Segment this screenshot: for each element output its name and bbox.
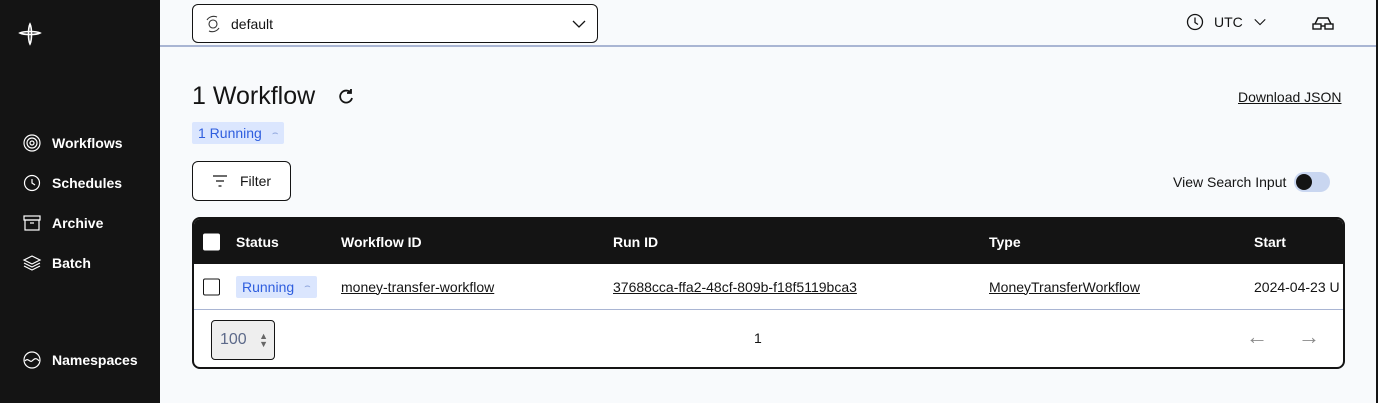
sidebar-item-schedules[interactable]: Schedules [22,173,122,193]
timezone-select[interactable]: UTC [1186,13,1267,31]
updown-icon: ▲▼ [259,331,268,349]
chevron-down-icon [1254,18,1266,26]
column-start: Start [1254,233,1286,250]
column-run-id: Run ID [613,233,659,250]
sidebar: Workflows Schedules Archive Batch Namesp… [0,0,160,403]
temporal-logo-icon[interactable] [18,22,42,46]
page-title: 1 Workflow [192,82,316,110]
window-edge [1376,0,1378,403]
chevron-down-icon [572,20,586,28]
filter-icon [212,175,227,187]
start-time: 2024-04-23 U [1254,278,1340,295]
clock-icon [1186,13,1204,31]
row-checkbox[interactable] [203,278,220,295]
per-page-value: 100 [220,331,247,348]
column-type: Type [989,233,1021,250]
view-search-toggle[interactable] [1294,172,1331,192]
sidebar-item-workflows[interactable]: Workflows [22,133,123,153]
view-search-label: View Search Input [1173,174,1287,190]
running-count-badge[interactable]: 1 Running ⌢ [192,122,285,144]
select-all-checkbox[interactable] [203,233,220,250]
workflows-icon [23,134,41,152]
next-page-icon[interactable]: → [1298,324,1320,349]
type-link[interactable]: MoneyTransferWorkflow [989,278,1140,295]
timezone-value: UTC [1214,14,1243,30]
running-icon: ⌢ [271,127,279,139]
status-badge: Running ⌢ [236,275,317,298]
sidebar-item-batch[interactable]: Batch [22,253,91,273]
sidebar-item-label: Workflows [52,135,123,151]
filter-button[interactable]: Filter [192,161,291,201]
column-status: Status [236,233,279,250]
workflows-table: Status Workflow ID Run ID Type Start Run… [192,217,1345,369]
pagination: 100 ▲▼ 1 ← → [194,310,1343,367]
sidebar-item-label: Batch [52,255,91,271]
schedules-icon [23,174,41,192]
sidebar-item-archive[interactable]: Archive [22,213,103,233]
per-page-select[interactable]: 100 ▲▼ [211,320,275,360]
namespace-icon [206,15,220,32]
page-number: 1 [754,330,762,346]
table-header: Status Workflow ID Run ID Type Start [194,219,1343,264]
sidebar-item-namespaces[interactable]: Namespaces [22,350,138,370]
view-search-input: View Search Input [1173,172,1331,192]
archive-icon [23,215,41,231]
filter-label: Filter [239,173,272,189]
run-id-link[interactable]: 37688cca-ffa2-48cf-809b-f18f5119bca3 [613,278,857,295]
namespaces-icon [23,351,41,369]
previous-page-icon[interactable]: ← [1246,324,1268,349]
running-count-label: 1 Running [198,125,262,141]
workflow-id-link[interactable]: money-transfer-workflow [341,278,495,295]
table-row[interactable]: Running ⌢ money-transfer-workflow 37688cc… [194,264,1343,310]
data-encoder-icon[interactable] [1312,14,1334,32]
namespace-select[interactable]: default [192,4,598,43]
column-workflow-id: Workflow ID [341,233,422,250]
download-json-link[interactable]: Download JSON [1238,89,1342,105]
batch-icon [22,255,42,271]
running-icon: ⌢ [304,281,311,292]
sidebar-item-label: Archive [52,215,104,231]
sidebar-item-label: Schedules [52,175,123,191]
refresh-icon[interactable] [336,87,356,107]
namespace-value: default [231,15,274,32]
sidebar-item-label: Namespaces [52,352,138,368]
topbar: default UTC [160,0,1376,47]
status-label: Running [242,278,295,295]
